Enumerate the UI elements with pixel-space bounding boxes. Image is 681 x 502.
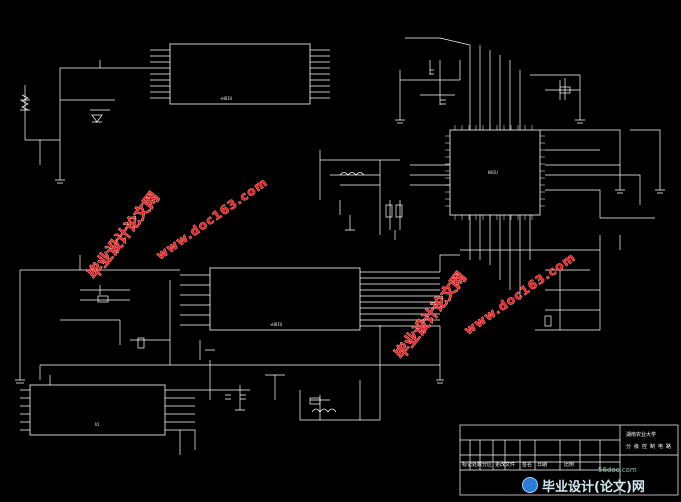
inductor-3 [339,172,365,176]
crystal-1 [97,295,109,303]
ic-pins [445,125,545,220]
crystal-4 [309,397,321,405]
passive-components [21,69,571,413]
chip-label-u2: +H8IU [270,322,283,327]
row-label-4: 更改文件 [495,461,515,468]
row-label-6: 日期 [537,462,547,468]
title-block [459,424,679,496]
crystal-3 [544,315,552,327]
brand-logo-icon [522,477,538,493]
chip-label-u4: U1 [95,422,100,427]
ic-middle [209,267,361,331]
inductor-2 [311,408,337,413]
ic-center-square [449,129,541,216]
row-label-2: 处数 [472,461,482,468]
ic-packages [29,43,541,436]
row-label-5: 签名 [522,461,532,468]
title-subtitle: 分 级 控 制 电 路 [626,443,671,450]
resistor-2 [395,204,403,218]
diode [91,114,103,123]
title-block-frame [459,424,679,496]
inductor-1 [21,94,29,111]
row-label-1: 标记 [462,461,472,468]
brand-footer: 毕业设计(论文)网 [522,476,645,495]
resistor-1 [385,204,393,218]
title-block-text: 湖南农业大学 分 级 控 制 电 路 标记 处数 分区 更改文件 签名 日期 比… [462,431,671,468]
chip-label-u1: +H8IU [220,96,233,101]
ic-top [169,43,311,105]
title-school: 湖南农业大学 [626,431,656,438]
component-labels: +H8IU +H8IU H8IU U1 [95,96,498,427]
brand-name: 毕业设计(论文)网 [542,479,645,495]
wires [15,37,665,455]
brand-url: 56doc.com [598,466,637,474]
scale-label: 比例 [564,461,574,468]
capacitors [225,69,446,400]
chip-label-u3: H8IU [488,170,498,175]
crystal-2 [559,86,571,94]
ic-bottom [29,384,166,436]
row-label-3: 分区 [482,461,492,468]
capacitor-1 [137,337,145,349]
